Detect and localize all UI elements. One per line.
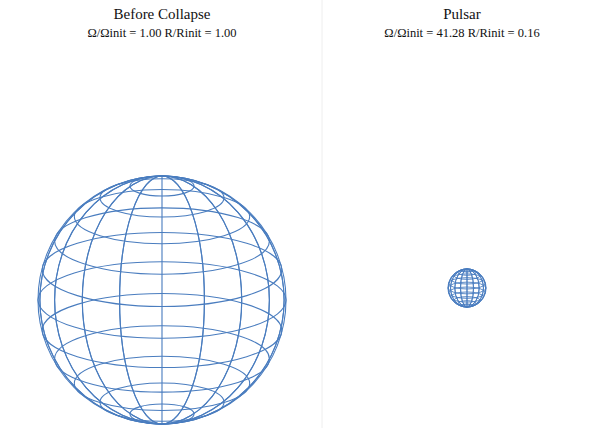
wire: [466, 269, 467, 307]
wire: [55, 176, 270, 424]
panel-title: Pulsar: [443, 6, 481, 23]
wire: [448, 269, 485, 307]
star-wireframe: [38, 176, 286, 424]
ratio-readout: Ω/Ωinit = 41.28 R/Rinit = 0.16: [384, 26, 539, 41]
wire: [461, 269, 474, 307]
wire: [40, 176, 284, 424]
wire: [40, 176, 284, 424]
wire: [455, 269, 479, 307]
wire: [55, 176, 270, 424]
wire: [38, 176, 286, 424]
wire: [82, 176, 241, 424]
wire: [120, 176, 205, 424]
wire: [461, 269, 474, 307]
panel-divider: [322, 0, 323, 428]
pulsar-wireframe: [448, 269, 486, 307]
ratio-readout: Ω/Ωinit = 1.00 R/Rinit = 1.00: [87, 26, 236, 41]
wire: [455, 269, 479, 307]
panel-title: Before Collapse: [113, 6, 210, 23]
wire: [448, 269, 486, 307]
wire: [120, 176, 205, 424]
wire: [161, 176, 162, 424]
wire: [448, 269, 485, 307]
wire: [451, 269, 484, 307]
wire: [451, 269, 484, 307]
wire: [82, 176, 241, 424]
